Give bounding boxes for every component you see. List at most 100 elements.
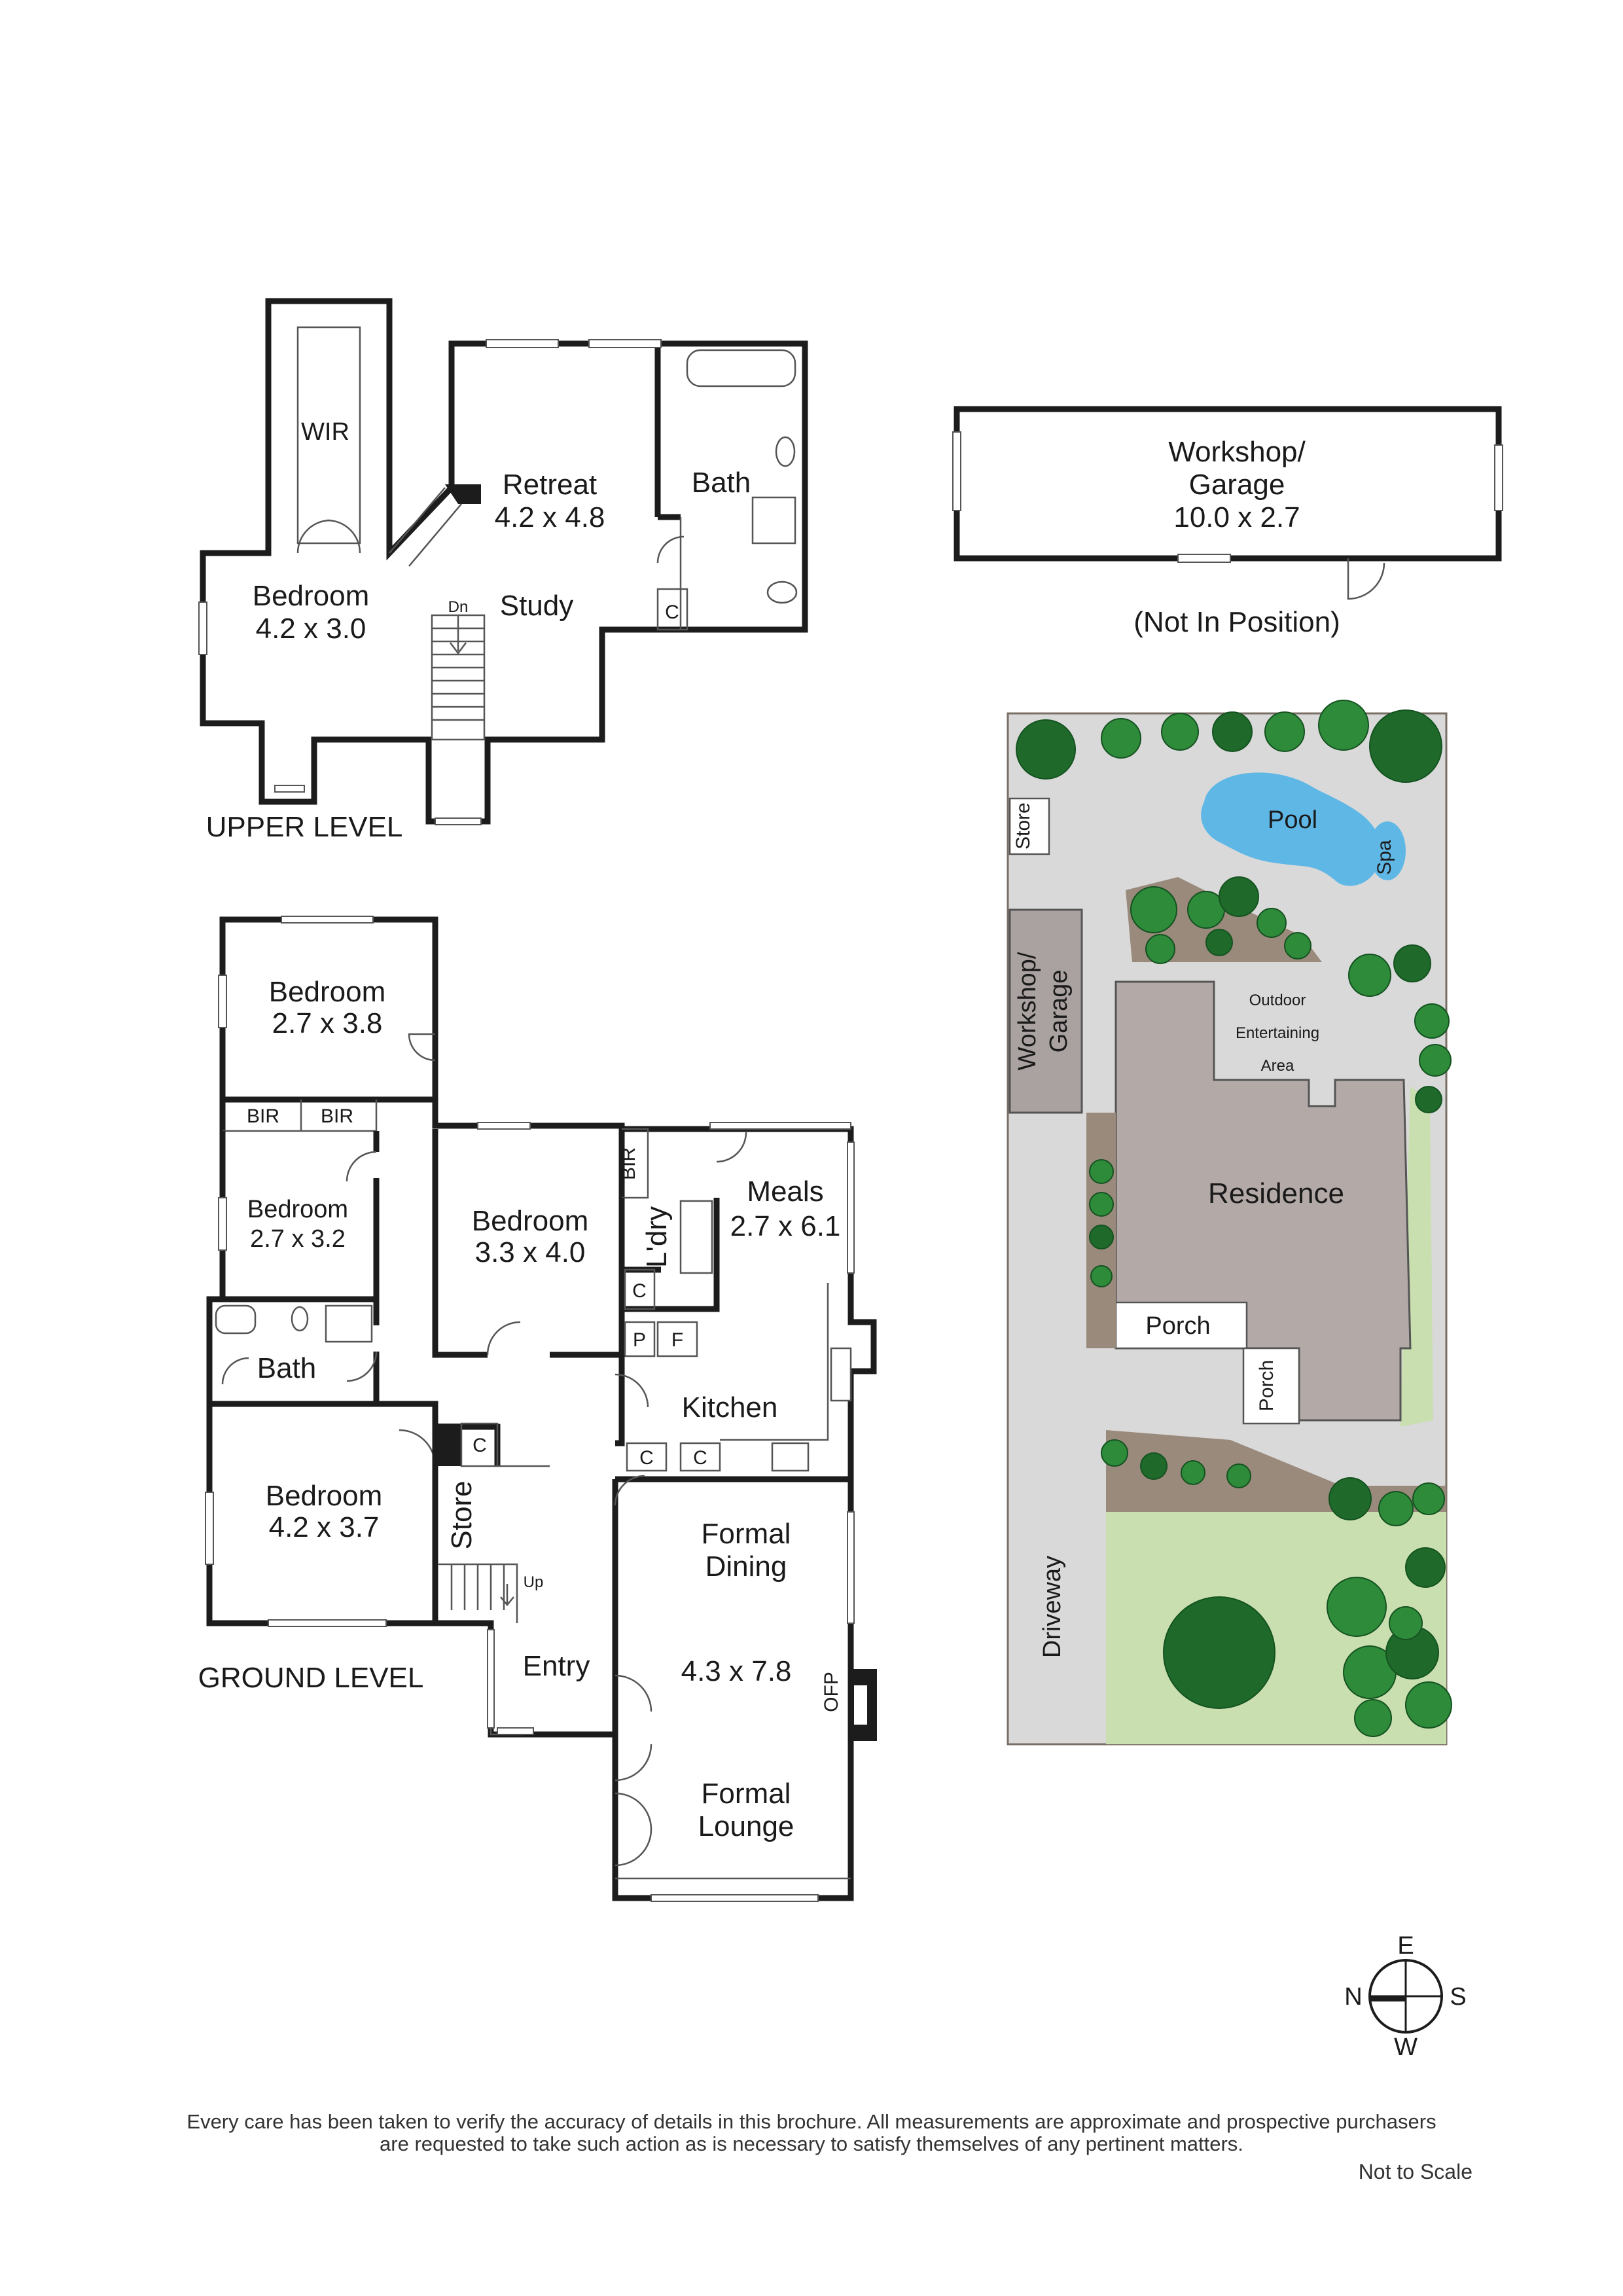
ground-stair-treads — [450, 1564, 505, 1610]
kitchen-left-wall — [615, 1355, 625, 1446]
bed2-door — [346, 1151, 377, 1182]
tree-icon — [1090, 1265, 1113, 1287]
tree-icon — [1089, 1159, 1114, 1184]
tree-icon — [1414, 1003, 1450, 1039]
ground-toilet — [291, 1306, 309, 1332]
site-plan: Store Pool Spa Workshop/ Garage Outdoor … — [1007, 700, 1452, 1746]
bir3-label: BIR — [618, 1147, 639, 1180]
bed4-door — [486, 1321, 521, 1355]
ground-bedroom2-label: Bedroom — [247, 1196, 348, 1223]
bed1-door — [408, 1033, 436, 1062]
tree-icon — [1101, 1439, 1128, 1467]
upper-cupboard-label: C — [665, 601, 679, 623]
site-porch-1 — [1115, 1301, 1248, 1350]
entry-door-2 — [615, 1744, 652, 1782]
laundry-cupboard — [624, 1268, 656, 1310]
entry-wall — [490, 1636, 524, 1736]
formal-lounge-label-1: Formal — [702, 1778, 791, 1810]
compass-north: N — [1344, 1983, 1362, 2011]
tree-icon — [1219, 876, 1259, 917]
site-spa-label: Spa — [1374, 840, 1395, 875]
workshop-window — [1177, 554, 1231, 563]
formal-door — [614, 1475, 645, 1506]
ground-bathtub — [215, 1304, 257, 1335]
compass-west: W — [1394, 2034, 1418, 2061]
bathtub — [686, 349, 796, 387]
site-workshop-label-1: Workshop/ — [1014, 952, 1041, 1070]
tree-icon — [1412, 1482, 1445, 1515]
upper-level-title: UPPER LEVEL — [206, 811, 403, 843]
tree-icon — [1016, 719, 1076, 780]
workshop-label-2: Garage — [1189, 469, 1285, 501]
north-arrow-icon — [1370, 1996, 1406, 2001]
upper-black-wall — [445, 484, 481, 504]
tree-icon — [1348, 954, 1391, 997]
tree-icon — [1378, 1491, 1414, 1526]
bed3-door — [399, 1429, 437, 1467]
store-label: Store — [446, 1480, 478, 1549]
tree-icon — [1318, 700, 1369, 751]
entry-label: Entry — [523, 1650, 590, 1682]
tree-icon — [1327, 1577, 1387, 1637]
ground-window — [268, 1619, 387, 1627]
bath-door — [656, 535, 685, 564]
ground-bedroom3-size: 4.2 x 3.7 — [269, 1511, 380, 1543]
upper-level-plan: WIR Retreat 4.2 x 4.8 Bath Bedroom 4.2 x… — [198, 298, 808, 843]
ground-window — [847, 1141, 855, 1274]
store-cupboard — [460, 1422, 499, 1467]
shower — [751, 496, 796, 545]
tree-icon — [1264, 711, 1305, 752]
pantry-box — [624, 1321, 656, 1357]
porch-label-2: Porch — [1256, 1360, 1277, 1411]
ground-window — [709, 1122, 851, 1130]
upper-cupboard — [656, 588, 688, 631]
tree-icon — [1140, 1452, 1168, 1480]
ground-level-title: GROUND LEVEL — [198, 1662, 424, 1694]
tree-icon — [1419, 1044, 1452, 1077]
tree-icon — [1205, 929, 1233, 956]
wir-inner — [296, 326, 361, 545]
meals-label: Meals — [747, 1175, 823, 1208]
workshop-window — [952, 431, 961, 511]
compass-south: S — [1450, 1983, 1466, 2011]
workshop-door — [1347, 558, 1385, 600]
ground-window — [847, 1511, 855, 1624]
kitchen-cupboard-2 — [679, 1442, 721, 1472]
meals-size: 2.7 x 6.1 — [730, 1210, 841, 1242]
upper-bedroom-size: 4.2 x 3.0 — [256, 613, 366, 645]
site-workshop — [1008, 908, 1083, 1114]
wir-door-left — [296, 519, 331, 554]
upper-bath-label: Bath — [692, 467, 751, 499]
formal-dining-label-1: Formal — [702, 1518, 791, 1550]
upper-window — [435, 817, 482, 825]
outdoor-label-1: Outdoor — [1249, 992, 1306, 1009]
tree-icon — [1369, 709, 1442, 783]
fridge-label: F — [671, 1329, 683, 1351]
stair-up-arrow — [500, 1584, 514, 1606]
bath-door-2 — [346, 1351, 378, 1382]
residence-label: Residence — [1208, 1177, 1344, 1210]
disclaimer-line-2: are requested to take such action as is … — [380, 2132, 1243, 2155]
pool — [1201, 772, 1381, 886]
ground-window — [477, 1122, 531, 1130]
cooktop — [771, 1442, 810, 1472]
compass: E W N S — [1344, 1932, 1466, 2061]
stair-up-label: Up — [524, 1573, 544, 1591]
tree-icon — [1329, 1477, 1372, 1520]
disclaimer: Every care has been taken to verify the … — [98, 2111, 1525, 2155]
kitchen-cupboard-1-label: C — [639, 1447, 654, 1469]
tree-icon — [1415, 1086, 1442, 1113]
outdoor-label-3: Area — [1261, 1057, 1294, 1075]
site-trees — [1016, 700, 1452, 1737]
upper-angled-passage — [389, 487, 462, 567]
lounge-doors — [615, 1792, 652, 1867]
scale-note: Not to Scale — [1358, 2160, 1472, 2183]
ground-window — [218, 1197, 227, 1251]
tree-icon — [1354, 1699, 1392, 1737]
laundry-cupboard-label: C — [632, 1280, 647, 1302]
tree-icon — [1089, 1225, 1114, 1249]
ground-bedroom2-size: 2.7 x 3.2 — [250, 1225, 346, 1253]
tree-icon — [1212, 711, 1253, 752]
bath-basin — [775, 436, 796, 467]
kitchen-cupboard-2-label: C — [693, 1447, 707, 1469]
